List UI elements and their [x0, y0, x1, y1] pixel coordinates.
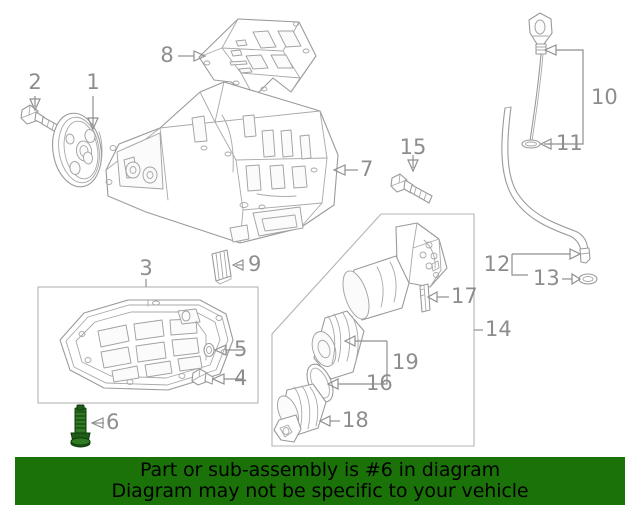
- part-dipstick-o-ring: [521, 139, 541, 149]
- callout-label-9: 9: [248, 252, 261, 276]
- part-oil-pan-plug: [211, 249, 232, 285]
- callout-label-6: 6: [106, 410, 119, 434]
- part-oil-filter-cap: [273, 383, 327, 443]
- part-oil-baffle-plate: [198, 18, 317, 98]
- callout-label-18: 18: [342, 408, 369, 432]
- part-guide-tube-o-ring: [578, 273, 598, 285]
- banner-line-1: Part or sub-assembly is #6 in diagram: [139, 459, 501, 482]
- banner-line-2: Diagram may not be specific to your vehi…: [111, 480, 529, 502]
- callout-label-1: 1: [86, 70, 99, 94]
- callout-label-12: 12: [484, 252, 511, 276]
- callout-label-17: 17: [451, 284, 478, 308]
- part-drain-plug-gasket: [203, 342, 215, 358]
- oil-filter-box: [271, 213, 475, 447]
- part-filter-drain-pin: [419, 283, 431, 313]
- part-crankshaft-pulley: [52, 112, 103, 188]
- lower-oil-pan-box: [37, 286, 259, 404]
- callout-label-8: 8: [160, 43, 173, 67]
- callout-label-11: 11: [556, 131, 583, 155]
- callout-label-2: 2: [28, 70, 41, 94]
- leader-lines: [29, 44, 584, 429]
- part-oil-pan-bolt-highlighted: [70, 404, 91, 448]
- callout-label-10: 10: [591, 85, 618, 109]
- callout-label-16: 16: [366, 371, 393, 395]
- part-oil-filter-housing: [342, 222, 448, 321]
- callout-label-14: 14: [485, 317, 512, 341]
- part-oil-level-dipstick: [528, 12, 553, 142]
- callout-label-7: 7: [360, 157, 373, 181]
- callout-label-4: 4: [234, 366, 247, 390]
- part-upper-oil-pan: [105, 81, 339, 244]
- part-filter-housing-bolt: [390, 173, 433, 204]
- callout-label-13: 13: [533, 266, 560, 290]
- part-dipstick-guide-tube: [501, 106, 591, 264]
- info-banner: Part or sub-assembly is #6 in diagram Di…: [15, 457, 625, 505]
- callout-label-5: 5: [234, 337, 247, 361]
- callout-label-15: 15: [400, 135, 427, 159]
- part-oil-drain-plug: [191, 368, 214, 386]
- part-oil-filter-element: [311, 310, 365, 380]
- part-lower-oil-pan: [59, 299, 234, 391]
- callout-label-19: 19: [392, 350, 419, 374]
- callout-label-3: 3: [139, 256, 152, 280]
